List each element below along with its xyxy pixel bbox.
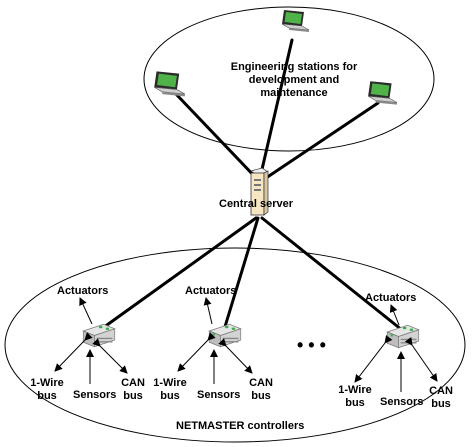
arrow-to-can-bus [404, 336, 438, 382]
can-bus-label-line: bus [431, 398, 451, 410]
arrow-to-can-bus [92, 338, 128, 374]
link-server-laptop-1 [173, 91, 260, 182]
wire-bus-label-line: 1-Wire [338, 384, 372, 396]
controller-icon [82, 323, 116, 348]
actuators-label: Actuators [365, 292, 417, 304]
controller-icon [386, 324, 420, 349]
netmaster-controllers-label: NETMASTER controllers [176, 420, 305, 432]
link-server-laptop-2 [258, 38, 294, 180]
arrow-to-actuators [79, 297, 93, 325]
arrow-to-can-bus [218, 338, 253, 374]
controllers-group-ellipse [4, 247, 466, 443]
actuators-label: Actuators [57, 285, 109, 297]
engineering-group-ellipse [143, 6, 435, 152]
can-bus-label-line: CAN [249, 377, 273, 389]
wire-bus-label: 1-Wire bus [27, 377, 67, 403]
can-bus-label-line: CAN [121, 377, 145, 389]
ellipsis-label: • • • [297, 335, 326, 355]
wire-bus-label-line: 1-Wire [153, 377, 187, 389]
engineering-label-line: Engineering stations for [230, 61, 358, 73]
engineering-label-line: maintenance [260, 87, 328, 99]
link-server-controller-2 [222, 216, 260, 332]
sensors-label: Sensors [73, 389, 117, 401]
link-server-laptop-3 [261, 101, 380, 182]
engineering-stations-label: Engineering stations for development and… [214, 61, 374, 100]
laptop-icon [281, 9, 310, 33]
wire-bus-label-line: bus [345, 397, 365, 409]
link-server-controller-1 [98, 216, 258, 332]
server-icon [250, 167, 269, 216]
sensors-label: Sensors [380, 396, 424, 408]
wire-bus-label-line: bus [160, 390, 180, 402]
arrow-to-wire-bus [354, 335, 393, 383]
controller-icon [208, 323, 242, 348]
engineering-label-line: development and [248, 74, 340, 86]
wire-bus-label-line: bus [37, 390, 57, 402]
can-bus-label-line: CAN [429, 385, 453, 397]
arrow-to-actuators [389, 304, 400, 326]
arrow-to-wire-bus [54, 332, 93, 372]
actuators-label: Actuators [185, 285, 237, 297]
arrow-to-wire-bus [177, 332, 216, 372]
link-server-controller-3 [260, 216, 404, 332]
wire-bus-label: 1-Wire bus [150, 377, 190, 403]
can-bus-label: CAN bus [426, 385, 456, 411]
can-bus-label: CAN bus [118, 377, 148, 403]
wire-bus-label: 1-Wire bus [335, 384, 375, 410]
wire-bus-label-line: 1-Wire [30, 377, 64, 389]
arrow-to-actuators [203, 297, 213, 325]
can-bus-label-line: bus [123, 390, 143, 402]
can-bus-label-line: bus [251, 390, 271, 402]
central-server-label: Central server [219, 198, 293, 210]
sensors-label: Sensors [197, 389, 241, 401]
can-bus-label: CAN bus [246, 377, 276, 403]
laptop-icon [153, 70, 186, 97]
